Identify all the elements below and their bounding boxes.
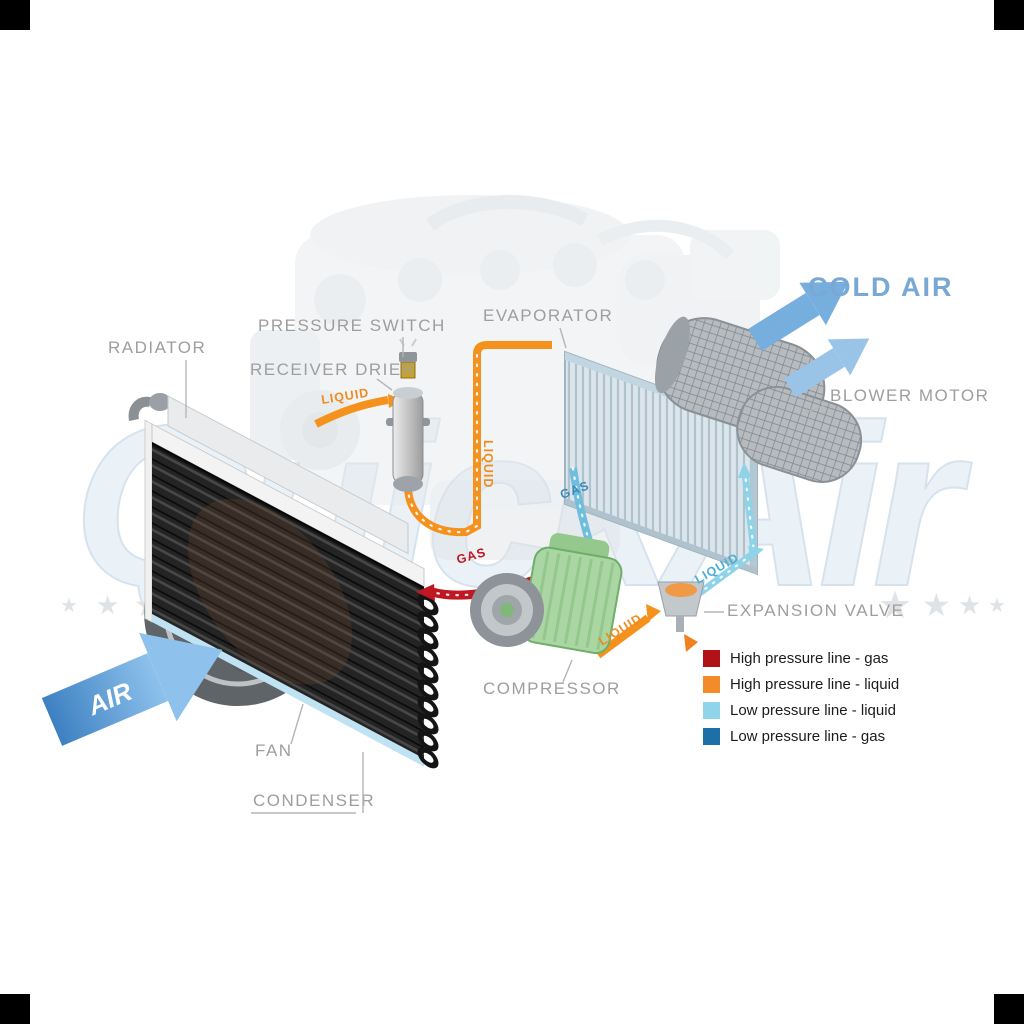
compressor bbox=[470, 533, 623, 655]
cold-air-arrow-icon bbox=[784, 338, 870, 398]
legend-label: High pressure line - liquid bbox=[730, 676, 900, 693]
expansion-valve bbox=[657, 581, 705, 652]
legend-row: High pressure line - liquid bbox=[703, 676, 899, 693]
flow-arrow-icon bbox=[738, 462, 752, 478]
legend-label: Low pressure line - liquid bbox=[730, 702, 896, 719]
corner-mark bbox=[994, 0, 1024, 30]
radiator-label: RADIATOR bbox=[108, 338, 206, 357]
low-pressure-liquid-line bbox=[687, 462, 764, 603]
legend-swatch-high-liquid bbox=[703, 676, 720, 693]
fan-label: FAN bbox=[255, 741, 293, 760]
radiator-filler-neck bbox=[149, 393, 171, 411]
legend-swatch-high-gas bbox=[703, 650, 720, 667]
blower-motor-label: BLOWER MOTOR bbox=[830, 386, 989, 405]
legend: High pressure line - gas High pressure l… bbox=[703, 650, 899, 745]
air-arrow: AIR bbox=[41, 632, 223, 746]
flow-arrow-icon bbox=[416, 584, 435, 601]
pressure-switch bbox=[399, 338, 417, 379]
flow-arrow-icon bbox=[646, 604, 661, 622]
legend-row: Low pressure line - gas bbox=[703, 728, 899, 745]
radiator bbox=[128, 393, 409, 555]
component-labels: RADIATOR PRESSURE SWITCH RECEIVER DRIER … bbox=[108, 306, 989, 814]
legend-row: Low pressure line - liquid bbox=[703, 702, 899, 719]
liquid-riser-label: LIQUID bbox=[481, 440, 495, 488]
corner-mark bbox=[0, 0, 30, 30]
condenser-coil-ends bbox=[417, 594, 439, 769]
compressor-label: COMPRESSOR bbox=[483, 679, 621, 698]
legend-row: High pressure line - gas bbox=[703, 650, 899, 667]
legend-label: High pressure line - gas bbox=[730, 650, 889, 667]
flow-arrow-icon bbox=[684, 634, 698, 652]
evaporator-label: EVAPORATOR bbox=[483, 306, 613, 325]
cold-air-arrows bbox=[748, 281, 870, 398]
star-icon: ★ bbox=[60, 595, 78, 617]
flow-arrow-icon bbox=[748, 546, 764, 560]
star-icon: ★ bbox=[958, 590, 981, 620]
pressure-switch-label: PRESSURE SWITCH bbox=[258, 316, 446, 335]
cold-air-arrow-icon bbox=[748, 281, 849, 352]
receiver-drier bbox=[386, 387, 430, 492]
legend-swatch-low-liquid bbox=[703, 702, 720, 719]
legend-swatch-low-gas bbox=[703, 728, 720, 745]
cold-air-label: COLD AIR bbox=[808, 272, 954, 302]
expansion-valve-label: EXPANSION VALVE bbox=[727, 601, 904, 620]
condenser-label: CONDENSER bbox=[253, 791, 375, 810]
corner-mark bbox=[994, 994, 1024, 1024]
star-icon: ★ bbox=[878, 585, 912, 627]
blower-motor bbox=[654, 316, 863, 483]
radiator-hose bbox=[128, 396, 151, 421]
high-pressure-liquid-line bbox=[314, 341, 552, 537]
star-icon: ★ bbox=[96, 590, 119, 620]
receiver-drier-label: RECEIVER DRIER bbox=[250, 360, 416, 379]
corner-mark bbox=[0, 994, 30, 1024]
star-icon: ★ bbox=[922, 587, 951, 623]
legend-label: Low pressure line - gas bbox=[730, 728, 886, 745]
star-icon: ★ bbox=[988, 595, 1006, 617]
